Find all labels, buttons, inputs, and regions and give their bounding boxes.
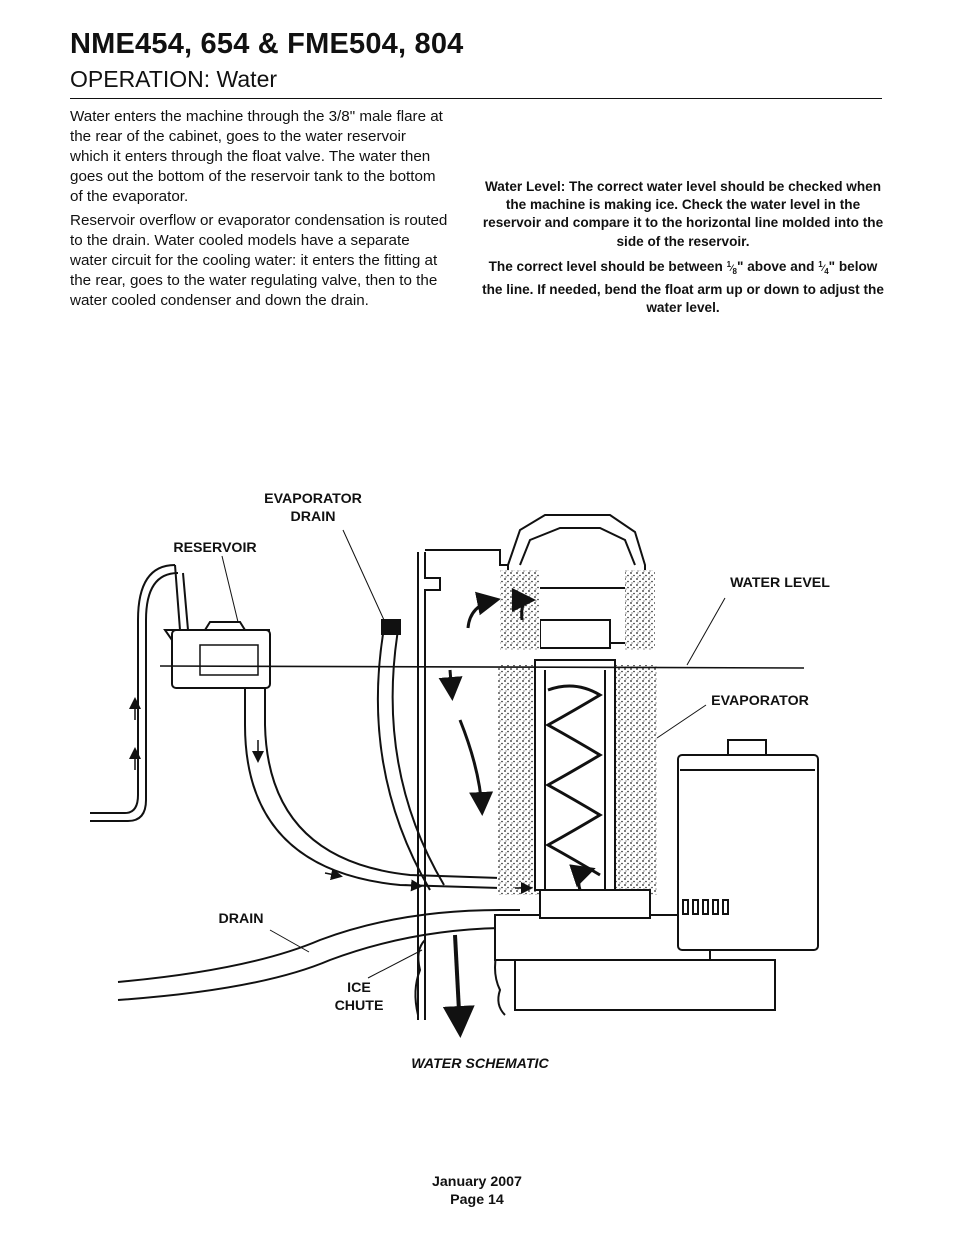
label-ice-chute: ICE CHUTE bbox=[334, 980, 384, 1014]
water-level-note: Water Level: The correct water level sho… bbox=[482, 178, 884, 322]
label-water-level: WATER LEVEL bbox=[730, 575, 830, 591]
schematic-illustration bbox=[90, 514, 819, 1038]
label-drain: DRAIN bbox=[218, 911, 264, 927]
water-schematic-diagram: EVAPORATOR DRAIN RESERVOIR WATER LEVEL E… bbox=[0, 470, 954, 1070]
figure-caption: WATER SCHEMATIC bbox=[411, 1056, 549, 1072]
motor-housing bbox=[677, 754, 819, 951]
note-text: " below the line. If needed, bend the fl… bbox=[482, 258, 884, 316]
footer-date: January 2007 bbox=[432, 1174, 522, 1190]
evaporator-drain-tube bbox=[376, 627, 431, 891]
paragraph: Water enters the machine through the 3/8… bbox=[70, 108, 443, 205]
label-evaporator-drain: EVAPORATOR DRAIN bbox=[264, 491, 362, 525]
header-rule bbox=[70, 98, 882, 99]
page-title: NME454, 654 & FME504, 804 bbox=[70, 28, 464, 60]
fraction-one-quarter: 1⁄4 bbox=[818, 259, 829, 276]
note-text: The correct level should be between bbox=[488, 258, 727, 274]
note-paragraph-level: The correct level should be between 1⁄8"… bbox=[482, 256, 884, 317]
section-title: OPERATION: Water bbox=[70, 66, 278, 92]
body-text: Water enters the machine through the 3/8… bbox=[70, 107, 448, 315]
water-level-line bbox=[159, 665, 805, 669]
page-number: Page 14 bbox=[450, 1192, 504, 1208]
label-reservoir: RESERVOIR bbox=[173, 540, 257, 556]
drain-tube bbox=[117, 909, 520, 983]
note-paragraph: Water Level: The correct water level sho… bbox=[482, 179, 884, 249]
note-text: " above and bbox=[736, 258, 819, 274]
page-footer: January 2007 Page 14 bbox=[377, 1173, 577, 1209]
label-evaporator: EVAPORATOR bbox=[711, 693, 809, 709]
fraction-one-eighth: 1⁄8 bbox=[726, 259, 737, 276]
reservoir-tank bbox=[171, 629, 271, 689]
ice-chute bbox=[424, 552, 441, 1020]
inlet-tube bbox=[90, 564, 176, 814]
paragraph: Reservoir overflow or evaporator condens… bbox=[70, 212, 448, 309]
